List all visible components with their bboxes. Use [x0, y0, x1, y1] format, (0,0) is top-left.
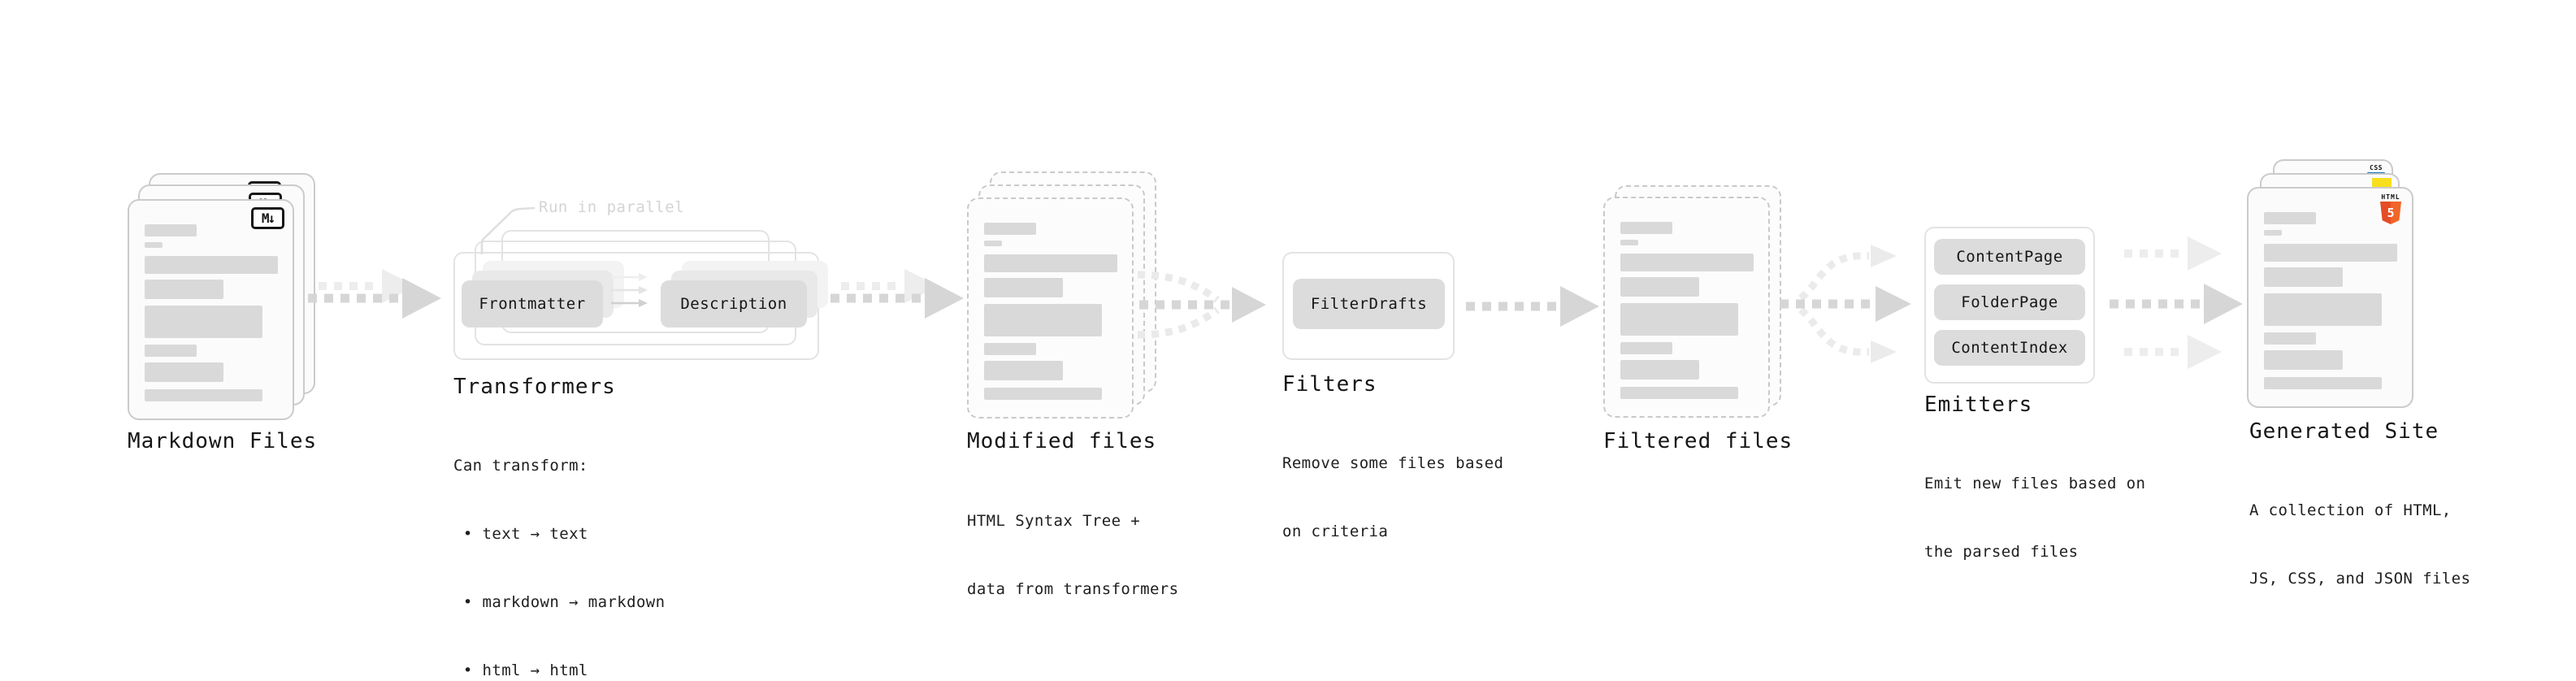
- file-card-front: M↓: [128, 199, 294, 420]
- node-description: Emit new files based on the parsed files: [1924, 475, 2146, 561]
- transformer-chip-frontmatter: Frontmatter: [462, 280, 603, 327]
- transformer-chip-description: Description: [661, 280, 807, 327]
- skeleton-line: [984, 278, 1063, 297]
- skeleton-line: [984, 388, 1102, 400]
- filter-chip-filterdrafts: FilterDrafts: [1293, 279, 1445, 329]
- skeleton-line: [2264, 212, 2316, 224]
- skeleton-line: [2264, 332, 2316, 345]
- skeleton-line: [984, 223, 1036, 235]
- skeleton-line: [2264, 293, 2382, 326]
- skeleton-line: [2264, 377, 2382, 389]
- skeleton-line: [145, 280, 223, 299]
- node-title: Generated Site: [2249, 419, 2439, 444]
- document-skeleton: [984, 223, 1117, 400]
- node-title: Filtered files: [1603, 429, 1793, 453]
- skeleton-line: [1620, 303, 1738, 336]
- parallel-step-arrows-icon: [611, 273, 648, 307]
- file-card-front: [967, 197, 1134, 419]
- node-description: HTML Syntax Tree + data from transformer…: [967, 512, 1179, 598]
- diverging-arrows: [1780, 245, 1911, 363]
- skeleton-line: [145, 345, 197, 357]
- node-title: Transformers: [453, 375, 616, 399]
- emitter-chip-folderpage: FolderPage: [1934, 284, 2085, 320]
- document-skeleton: [2264, 212, 2397, 389]
- skeleton-line: [984, 254, 1117, 272]
- skeleton-line: [1620, 254, 1754, 271]
- skeleton-line: [984, 343, 1036, 355]
- skeleton-line: [145, 256, 278, 274]
- flow-arrow: [305, 272, 447, 324]
- skeleton-line: [2264, 230, 2282, 236]
- file-card-front: HTML 5: [2247, 187, 2413, 408]
- node-title: Emitters: [1924, 393, 2033, 417]
- skeleton-line: [1620, 277, 1699, 297]
- flow-arrow: [827, 272, 969, 324]
- node-title: Modified files: [967, 429, 1157, 453]
- run-in-parallel-connector: [480, 206, 536, 255]
- emitter-chip-contentindex: ContentIndex: [1934, 330, 2085, 366]
- node-description: A collection of HTML, JS, CSS, and JSON …: [2249, 501, 2471, 588]
- node-title: Filters: [1282, 372, 1377, 397]
- flow-arrow-light: [2123, 326, 2236, 378]
- skeleton-line: [2264, 267, 2343, 287]
- skeleton-line: [1620, 222, 1672, 234]
- flow-arrow: [2106, 278, 2249, 330]
- flow-arrow: [1463, 280, 1605, 332]
- skeleton-line: [984, 361, 1063, 380]
- converging-arrows: [1137, 271, 1266, 339]
- skeleton-line: [145, 224, 197, 236]
- file-card-front: [1603, 197, 1770, 418]
- skeleton-line: [145, 242, 163, 248]
- skeleton-line: [145, 362, 223, 382]
- node-description: Can transform: • text → text • markdown …: [453, 457, 666, 679]
- node-title: Markdown Files: [128, 429, 318, 453]
- node-description: Remove some files based on criteria: [1282, 454, 1504, 540]
- skeleton-line: [1620, 387, 1738, 399]
- skeleton-line: [1620, 360, 1699, 380]
- document-skeleton: [1620, 222, 1754, 399]
- skeleton-line: [984, 304, 1102, 336]
- flow-arrow-light: [2123, 228, 2236, 280]
- skeleton-line: [2264, 244, 2397, 262]
- markdown-icon: M↓: [251, 207, 284, 229]
- run-in-parallel-label: Run in parallel: [539, 198, 685, 216]
- skeleton-line: [145, 389, 262, 401]
- document-skeleton: [145, 224, 278, 401]
- html5-icon: HTML 5: [2379, 193, 2402, 224]
- skeleton-line: [984, 241, 1002, 246]
- skeleton-line: [2264, 350, 2343, 370]
- skeleton-line: [1620, 342, 1672, 354]
- skeleton-line: [145, 306, 262, 338]
- emitter-chip-contentpage: ContentPage: [1934, 239, 2085, 275]
- skeleton-line: [1620, 240, 1638, 245]
